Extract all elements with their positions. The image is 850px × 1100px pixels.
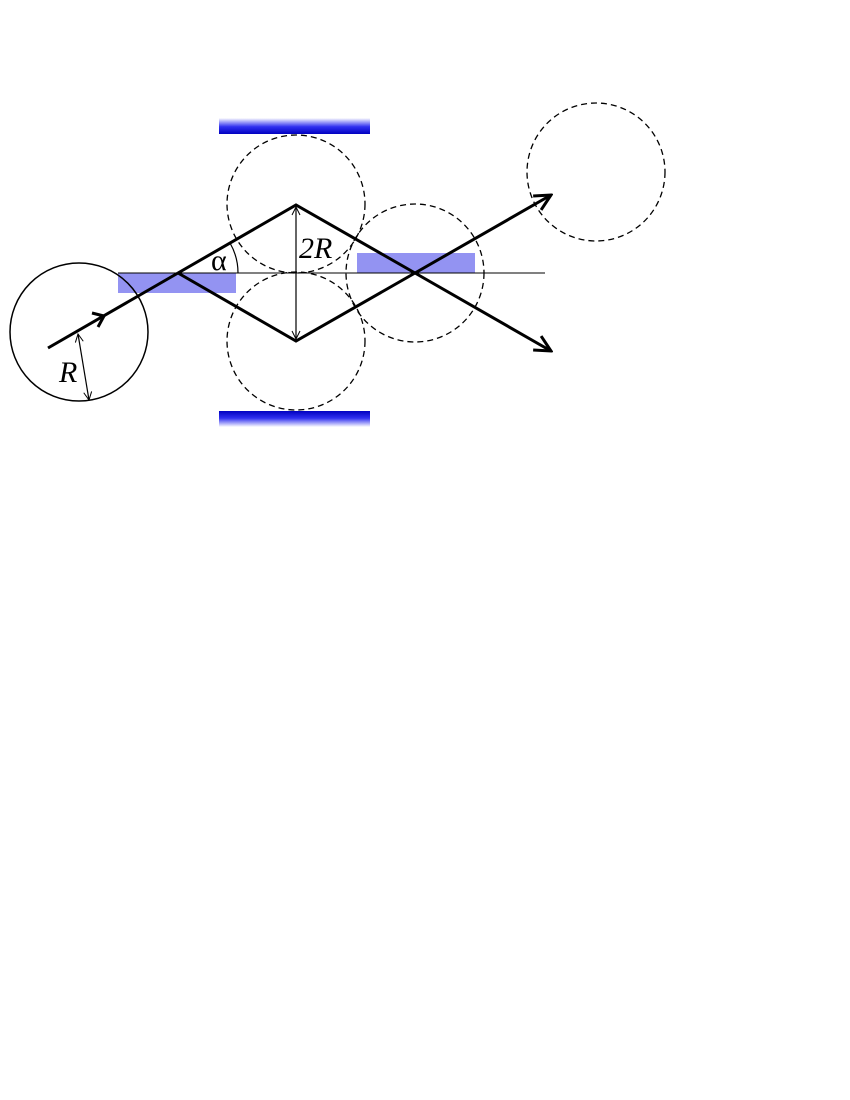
upper-beam-path <box>177 203 551 351</box>
separation-label: 2R <box>299 232 332 265</box>
angle-arc <box>229 242 239 274</box>
recombination-beam-circle <box>345 203 485 343</box>
output-beam-circle <box>526 102 666 242</box>
input-beam <box>47 271 179 350</box>
angle-label: α <box>211 244 227 277</box>
right-beam-splitter <box>357 253 475 273</box>
input-direction-arrow-icon <box>91 311 107 328</box>
bottom-mirror <box>219 411 370 427</box>
source-beam-circle <box>9 262 149 402</box>
top-mirror <box>219 118 370 134</box>
lower-beam-path <box>177 195 551 343</box>
radius-dimension-arrow <box>78 334 89 400</box>
radius-label: R <box>58 356 77 389</box>
top-beam-circle <box>226 134 366 274</box>
